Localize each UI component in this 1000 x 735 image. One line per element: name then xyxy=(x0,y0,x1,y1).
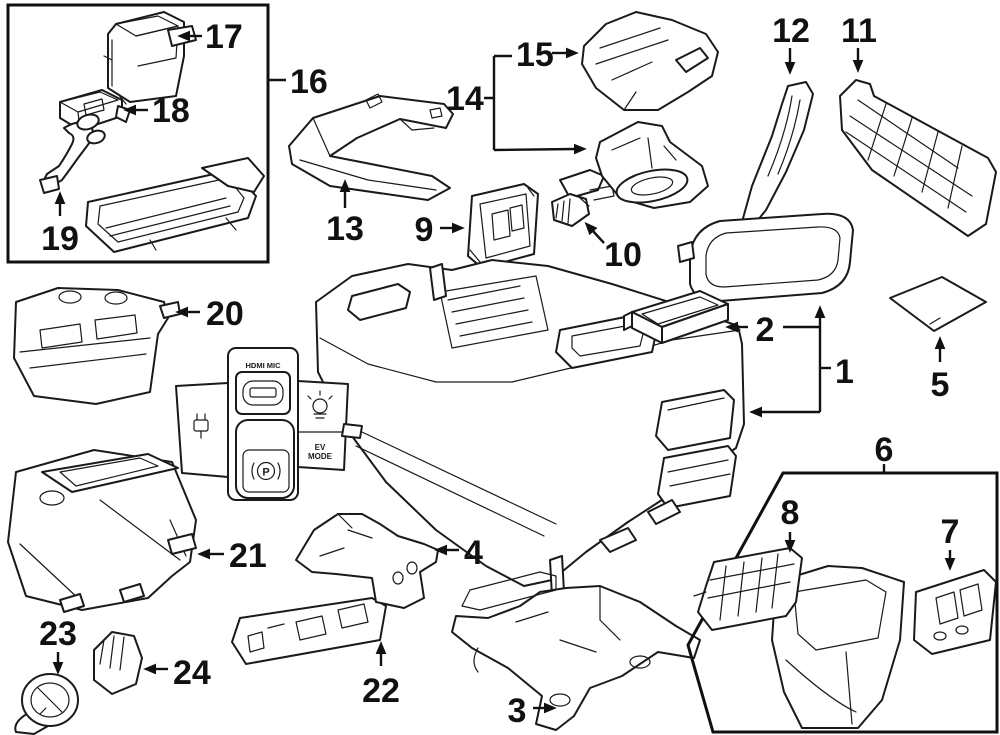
part-2-storage-tray xyxy=(623,290,729,344)
callout-21: 21 xyxy=(229,537,267,575)
usb-port-icon xyxy=(235,371,291,415)
part-12-side-trim xyxy=(741,81,814,231)
part-14-cup-holder-insert xyxy=(595,121,709,209)
part-9-switch-panel xyxy=(467,183,539,269)
part-23-power-outlet-socket xyxy=(14,673,79,735)
part-10-knob xyxy=(551,193,590,227)
part-11-side-panel xyxy=(839,79,997,237)
part-24-outlet-housing xyxy=(93,631,143,695)
callout-19: 19 xyxy=(41,220,79,258)
parking-brake-switch xyxy=(242,449,290,493)
lamp-icon xyxy=(307,390,333,419)
callout-2: 2 xyxy=(756,311,775,349)
part-3-console-mounting-bracket xyxy=(451,555,701,731)
callout-20: 20 xyxy=(206,295,244,333)
callout-6: 6 xyxy=(875,431,894,469)
callout-24: 24 xyxy=(173,654,211,692)
callout-9: 9 xyxy=(415,211,434,249)
callout-7: 7 xyxy=(941,513,960,551)
power-plug-icon xyxy=(193,413,209,439)
part-4-console-bracket xyxy=(295,513,439,609)
parking-brake-switch-bezel xyxy=(235,419,295,499)
callout-4: 4 xyxy=(464,534,483,572)
rear-console-trim-illustration xyxy=(771,565,905,729)
part-1-armrest-lid xyxy=(677,212,854,303)
callout-18: 18 xyxy=(152,92,190,130)
part-19-wire-harness xyxy=(39,113,106,194)
switch-panel-left-wing xyxy=(175,382,229,478)
leader-14-arrow xyxy=(493,143,587,155)
ev-mode-label-line2: MODE xyxy=(308,452,333,461)
parking-brake-icon: P xyxy=(251,461,281,481)
console-body-illustration xyxy=(315,259,745,587)
group-box-16 xyxy=(6,3,286,264)
callout-10: 10 xyxy=(604,236,642,274)
part-13-console-upper-trim xyxy=(288,93,454,201)
console-tray-illustration xyxy=(85,157,265,253)
leader-10 xyxy=(584,222,605,244)
part-17-console-cup-holder-box xyxy=(103,11,197,105)
callout-5: 5 xyxy=(931,366,950,404)
leader-14-bracket xyxy=(484,54,512,150)
part-5-tray-mat xyxy=(889,276,987,332)
leader-lines xyxy=(52,30,956,714)
callout-3: 3 xyxy=(508,692,527,730)
callout-1: 1 xyxy=(835,353,854,391)
part-21-control-assembly xyxy=(7,449,197,613)
ev-mode-label-line1: EV xyxy=(315,443,326,452)
switch-panel-right-wing xyxy=(297,380,349,471)
callout-17: 17 xyxy=(205,18,243,56)
part-15-rear-console-assembly xyxy=(581,11,719,111)
svg-text:P: P xyxy=(262,467,269,479)
part-22-seat-heater-switch-strip xyxy=(231,597,387,665)
callout-14: 14 xyxy=(446,80,484,118)
part-20-control-unit xyxy=(13,287,181,405)
console-switch-panel: HDMI MIC EV MODE P xyxy=(175,347,363,501)
part-18-switch xyxy=(59,89,131,131)
callout-23: 23 xyxy=(39,615,77,653)
callout-15: 15 xyxy=(516,36,554,74)
callout-16: 16 xyxy=(290,63,328,101)
callout-22: 22 xyxy=(362,672,400,710)
group-box-16-border xyxy=(6,3,270,264)
part-7-rear-switch-panel xyxy=(913,569,997,655)
callout-12: 12 xyxy=(772,12,810,50)
callout-11: 11 xyxy=(841,12,877,50)
callout-labels: 1 2 3 4 5 6 7 8 9 10 11 12 13 14 15 16 1… xyxy=(39,12,959,730)
hdmi-mic-label: HDMI MIC xyxy=(246,361,282,370)
part-8-vent-grille xyxy=(693,547,803,631)
callout-13: 13 xyxy=(326,210,364,248)
callout-8: 8 xyxy=(781,494,800,532)
